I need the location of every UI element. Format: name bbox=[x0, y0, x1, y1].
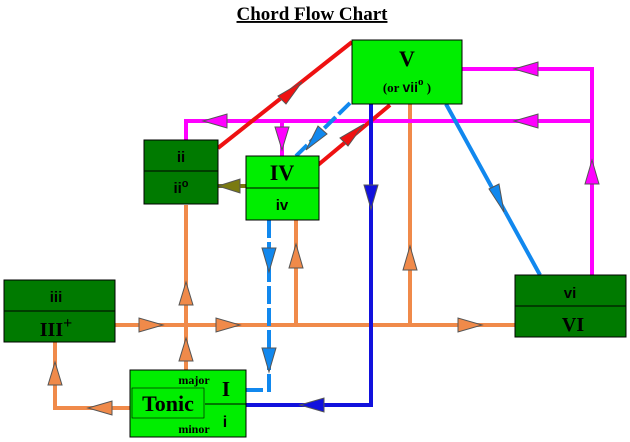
arrow-orange-right-3 bbox=[457, 317, 484, 333]
node-iii: iii III+ bbox=[3, 279, 116, 343]
arrow-blue-down-iv-2 bbox=[261, 347, 277, 374]
arrow-orange-up-iii bbox=[47, 360, 63, 386]
arrow-magenta-left-2 bbox=[201, 113, 228, 129]
arrow-magenta-left-1 bbox=[512, 113, 539, 129]
node-tonic-box bbox=[129, 369, 247, 438]
node-v: V (or viio ) bbox=[351, 39, 463, 105]
chart-title: Chord Flow Chart bbox=[237, 4, 389, 25]
line-v-to-iv bbox=[294, 101, 352, 158]
arrow-orange-up-v bbox=[402, 244, 418, 271]
arrow-orange-up-iv bbox=[288, 242, 304, 269]
line-iv-to-tonic bbox=[246, 220, 271, 392]
node-tonic-minor-label: minor bbox=[178, 422, 210, 436]
node-tonic-label-frame bbox=[131, 387, 205, 419]
node-ii-top: ii bbox=[177, 149, 185, 166]
arrow-magenta-left-v bbox=[512, 61, 539, 77]
arrow-orange-up-ii-low bbox=[178, 336, 194, 362]
arrow-orange-right-1 bbox=[138, 317, 165, 333]
node-iv: IV iv bbox=[245, 155, 320, 221]
line-vi-to-v bbox=[462, 67, 594, 275]
arrow-red-ii-to-v bbox=[277, 81, 303, 105]
node-ii: ii iio bbox=[143, 139, 219, 205]
arrow-orange-left-tonic bbox=[86, 400, 113, 416]
arrow-darkblue-down bbox=[363, 184, 379, 211]
node-ii-bottom: iio bbox=[173, 178, 188, 197]
arrow-orange-up-ii-high bbox=[178, 280, 194, 306]
arrow-red-iv-to-v bbox=[339, 123, 365, 147]
arrow-olive-to-ii bbox=[216, 178, 241, 194]
node-v-main: V bbox=[399, 46, 415, 71]
node-iv-bottom: iv bbox=[276, 197, 289, 214]
node-iv-top: IV bbox=[270, 160, 295, 185]
node-tonic-major-chord: I bbox=[222, 377, 230, 401]
node-v-box bbox=[351, 39, 463, 105]
node-iii-bottom: III+ bbox=[40, 315, 72, 341]
arrow-magenta-up-vi bbox=[584, 158, 600, 185]
arrow-blue-v-to-vi bbox=[488, 183, 505, 213]
node-v-alternate: (or viio ) bbox=[383, 76, 431, 95]
arrow-darkblue-left bbox=[298, 397, 325, 413]
node-ii-box bbox=[143, 139, 219, 205]
node-vi: vi VI bbox=[514, 274, 627, 338]
line-tonic-to-iii bbox=[53, 342, 130, 410]
arrow-magenta-down-iv bbox=[274, 126, 290, 152]
node-iii-top: iii bbox=[50, 289, 63, 306]
node-tonic-major-label: major bbox=[178, 373, 210, 387]
arrow-blue-v-to-iv bbox=[305, 125, 328, 151]
connector-lines bbox=[53, 40, 594, 410]
arrow-blue-down-iv-1 bbox=[261, 247, 277, 274]
arrow-orange-right-2 bbox=[215, 317, 242, 333]
arrowheads bbox=[47, 61, 600, 416]
node-tonic-minor-chord: i bbox=[223, 414, 227, 431]
node-tonic: Tonic major I minor i bbox=[129, 369, 247, 438]
node-vi-bottom: VI bbox=[562, 314, 584, 336]
node-vi-top: vi bbox=[564, 285, 577, 302]
node-tonic-label: Tonic bbox=[142, 391, 194, 416]
